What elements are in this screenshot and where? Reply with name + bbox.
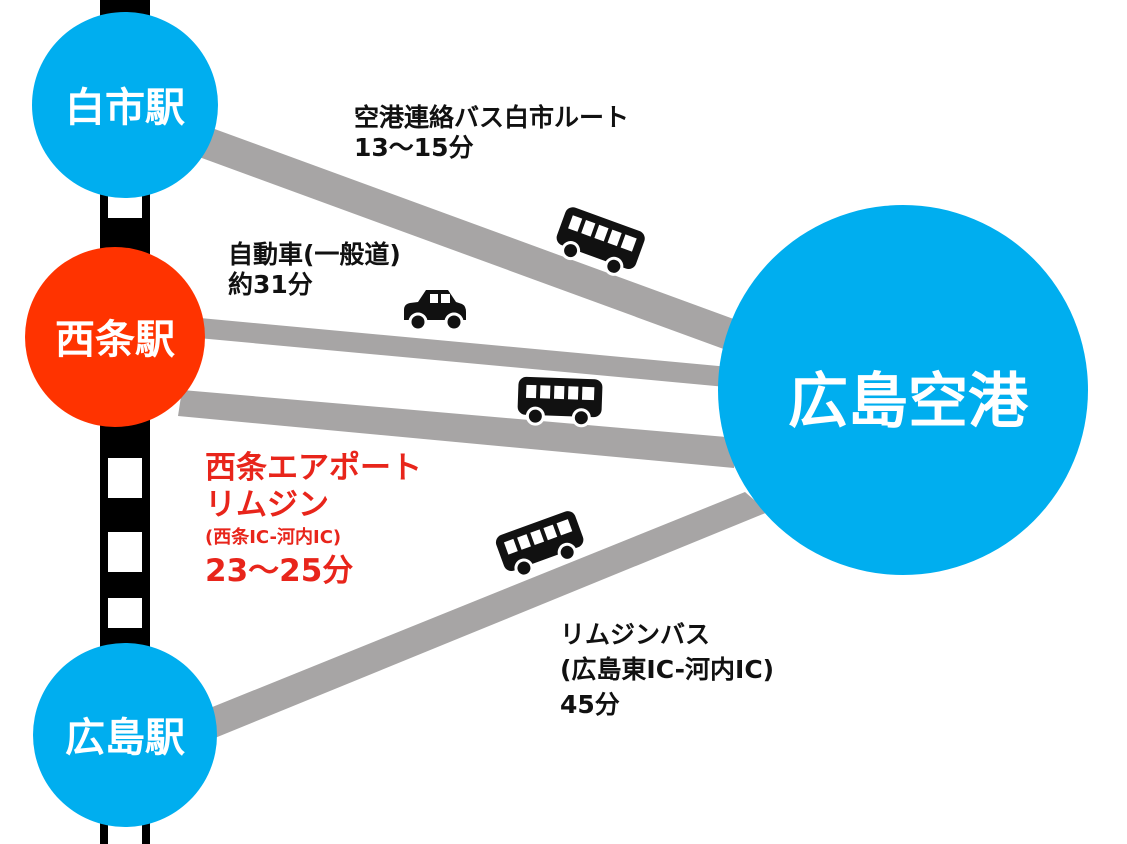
route-hiroshima-limousine-time: 45分	[560, 690, 620, 719]
station-saijo-label: 西条駅	[55, 317, 175, 363]
route-hakushi-bus-name: 空港連絡バス白市ルート	[354, 103, 630, 132]
route-saijo-limousine-name1: 西条エアポート	[205, 450, 422, 486]
station-hakushi-label: 白市駅	[65, 85, 185, 131]
route-hiroshima-limousine-label: リムジンバス (広島東IC-河内IC) 45分	[560, 617, 774, 722]
route-car-name: 自動車(一般道)	[228, 240, 401, 269]
car-icon	[404, 290, 466, 332]
route-hakushi-bus-label: 空港連絡バス白市ルート 13〜15分	[354, 103, 629, 163]
airport: 広島空港	[718, 205, 1088, 575]
bus-icon	[556, 207, 645, 276]
road-hakushi-airport	[180, 120, 750, 355]
bus-icon	[495, 511, 584, 578]
route-hiroshima-limousine-note: (広島東IC-河内IC)	[560, 655, 775, 684]
station-hiroshima-label: 広島駅	[65, 715, 185, 761]
route-saijo-limousine-time: 23〜25分	[205, 553, 354, 590]
route-saijo-limousine-name2: リムジン	[205, 487, 329, 524]
route-car-time: 約31分	[228, 270, 313, 299]
routes	[178, 120, 768, 740]
station-hiroshima: 広島駅	[33, 643, 217, 827]
road-hiroshima-airport	[200, 492, 768, 740]
route-hiroshima-limousine-name: リムジンバス	[560, 620, 711, 649]
station-hakushi: 白市駅	[32, 12, 218, 198]
route-saijo-limousine-label: 西条エアポート リムジン (西条IC-河内IC) 23〜25分	[205, 450, 422, 590]
bus-icon	[517, 376, 603, 428]
road-saijo-airport-limousine	[178, 390, 738, 468]
route-car-label: 自動車(一般道) 約31分	[228, 240, 401, 300]
route-saijo-limousine-note: (西条IC-河内IC)	[205, 527, 342, 549]
station-saijo: 西条駅	[25, 247, 205, 427]
airport-label: 広島空港	[788, 367, 1029, 437]
route-hakushi-bus-time: 13〜15分	[354, 133, 474, 162]
road-saijo-airport-car	[198, 318, 740, 388]
